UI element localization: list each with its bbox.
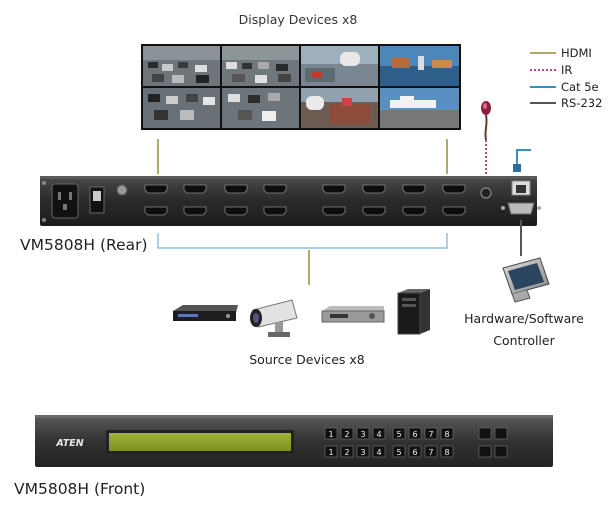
front-button-8[interactable]: 8 <box>440 427 454 440</box>
svg-text:7: 7 <box>428 448 433 457</box>
front-button-7[interactable]: 7 <box>424 427 438 440</box>
rs232-port <box>501 202 541 215</box>
power-inlet <box>51 183 79 219</box>
legend-item-cat5e: Cat 5e <box>530 80 599 94</box>
svg-text:IR: IR <box>561 63 572 77</box>
brand-logo: ATEN <box>55 438 83 449</box>
pc-tower-icon <box>397 289 430 335</box>
display-screen <box>301 46 378 86</box>
svg-text:2: 2 <box>344 430 349 439</box>
svg-text:4: 4 <box>376 448 381 457</box>
display-screen <box>143 88 220 128</box>
svg-text:5: 5 <box>396 448 401 457</box>
front-button-1[interactable]: 1 <box>324 445 338 458</box>
cat5e-cable <box>513 149 531 172</box>
front-button-5[interactable]: 5 <box>392 427 406 440</box>
legend-item-hdmi: HDMI <box>530 46 592 60</box>
svg-text:5: 5 <box>396 430 401 439</box>
function-button[interactable] <box>494 427 508 440</box>
svg-text:HDMI: HDMI <box>561 46 592 60</box>
hdmi-ports <box>144 184 466 216</box>
legend-item-rs232: RS-232 <box>530 96 602 110</box>
function-button[interactable] <box>478 445 492 458</box>
front-button-6[interactable]: 6 <box>408 445 422 458</box>
svg-text:Cat 5e: Cat 5e <box>561 80 599 94</box>
controller-label-line1: Hardware/Software <box>464 311 584 326</box>
svg-text:6: 6 <box>412 448 417 457</box>
display-screen <box>301 88 378 128</box>
front-button-1[interactable]: 1 <box>324 427 338 440</box>
display-screen <box>380 46 459 86</box>
front-button-3[interactable]: 3 <box>356 427 370 440</box>
svg-text:3: 3 <box>360 448 365 457</box>
hdmi-input-bracket <box>157 233 448 249</box>
display-devices-label: Display Devices x8 <box>239 12 358 27</box>
source-devices <box>173 289 430 337</box>
power-switch <box>89 186 105 214</box>
front-panel: ATEN 1 2 3 4 5 6 7 8 1 2 3 4 5 6 7 8 <box>35 415 553 467</box>
function-button[interactable] <box>494 445 508 458</box>
ir-port <box>480 187 492 199</box>
front-button-7[interactable]: 7 <box>424 445 438 458</box>
svg-text:3: 3 <box>360 430 365 439</box>
source-devices-label: Source Devices x8 <box>249 352 365 367</box>
av-receiver-icon <box>321 306 385 323</box>
rear-panel <box>40 176 541 226</box>
controller-label-line2: Controller <box>493 333 555 348</box>
display-screen <box>380 88 459 128</box>
ground-screw <box>116 184 128 196</box>
front-button-2[interactable]: 2 <box>340 445 354 458</box>
svg-text:2: 2 <box>344 448 349 457</box>
legend-item-ir: IR <box>530 63 572 77</box>
display-screen <box>222 88 299 128</box>
media-player-icon <box>173 305 238 321</box>
svg-text:6: 6 <box>412 430 417 439</box>
svg-text:8: 8 <box>444 448 449 457</box>
rear-label: VM5808H (Rear) <box>20 236 148 254</box>
display-screen <box>143 46 220 86</box>
front-button-4[interactable]: 4 <box>372 445 386 458</box>
front-function-buttons <box>478 427 508 458</box>
svg-text:8: 8 <box>444 430 449 439</box>
legend: HDMI IR Cat 5e RS-232 <box>530 46 602 110</box>
security-camera-icon <box>250 299 298 337</box>
front-button-5[interactable]: 5 <box>392 445 406 458</box>
front-button-3[interactable]: 3 <box>356 445 370 458</box>
front-button-4[interactable]: 4 <box>372 427 386 440</box>
svg-text:1: 1 <box>328 448 333 457</box>
front-button-row-1: 1 2 3 4 5 6 7 8 <box>324 427 454 440</box>
svg-text:RS-232: RS-232 <box>561 96 602 110</box>
front-lcd-display <box>106 430 294 454</box>
front-button-8[interactable]: 8 <box>440 445 454 458</box>
display-screen <box>222 46 299 86</box>
controller-monitor-icon <box>502 257 550 303</box>
function-button[interactable] <box>478 427 492 440</box>
ir-receiver <box>481 101 491 141</box>
svg-text:7: 7 <box>428 430 433 439</box>
svg-text:4: 4 <box>376 430 381 439</box>
ethernet-port <box>511 180 531 196</box>
svg-text:1: 1 <box>328 430 333 439</box>
front-label: VM5808H (Front) <box>14 480 145 498</box>
front-button-2[interactable]: 2 <box>340 427 354 440</box>
front-button-row-2: 1 2 3 4 5 6 7 8 <box>324 445 454 458</box>
video-wall <box>141 44 461 130</box>
front-button-6[interactable]: 6 <box>408 427 422 440</box>
